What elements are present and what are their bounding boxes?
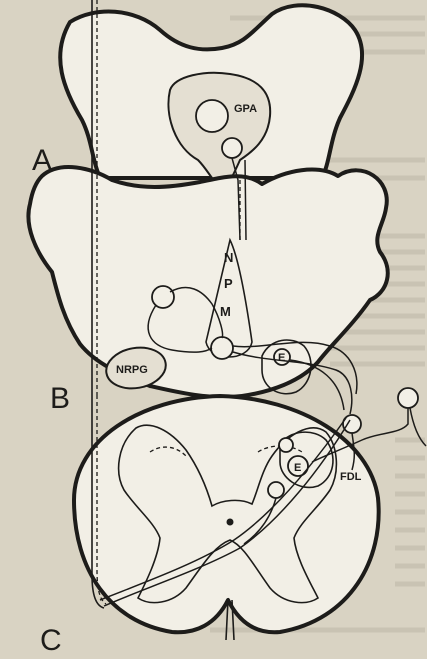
external-neuron-mid: [343, 415, 361, 433]
section-label-a: A: [32, 144, 52, 177]
label-npm-n: N: [224, 250, 233, 265]
label-nrpg: NRPG: [116, 364, 148, 376]
section-c-outline: [74, 396, 379, 632]
label-fdl: FDL: [340, 471, 362, 483]
gpa-neuron: [222, 138, 242, 158]
label-gpa: GPA: [234, 103, 257, 115]
nrpg-neuron: [152, 286, 174, 308]
cerebral-aqueduct: [196, 100, 228, 132]
label-e-lower: E: [294, 462, 301, 474]
central-canal: [227, 519, 234, 526]
label-npm-p: P: [224, 276, 233, 291]
e-lower-aux-neuron-1: [279, 438, 293, 452]
section-label-b: B: [50, 382, 70, 415]
ventral-horn-neuron: [268, 482, 284, 498]
external-neuron-top: [398, 388, 418, 408]
label-npm-m: M: [220, 304, 231, 319]
npm-neuron: [211, 337, 233, 359]
section-label-c: C: [40, 624, 62, 654]
label-e-upper: E: [278, 352, 285, 364]
